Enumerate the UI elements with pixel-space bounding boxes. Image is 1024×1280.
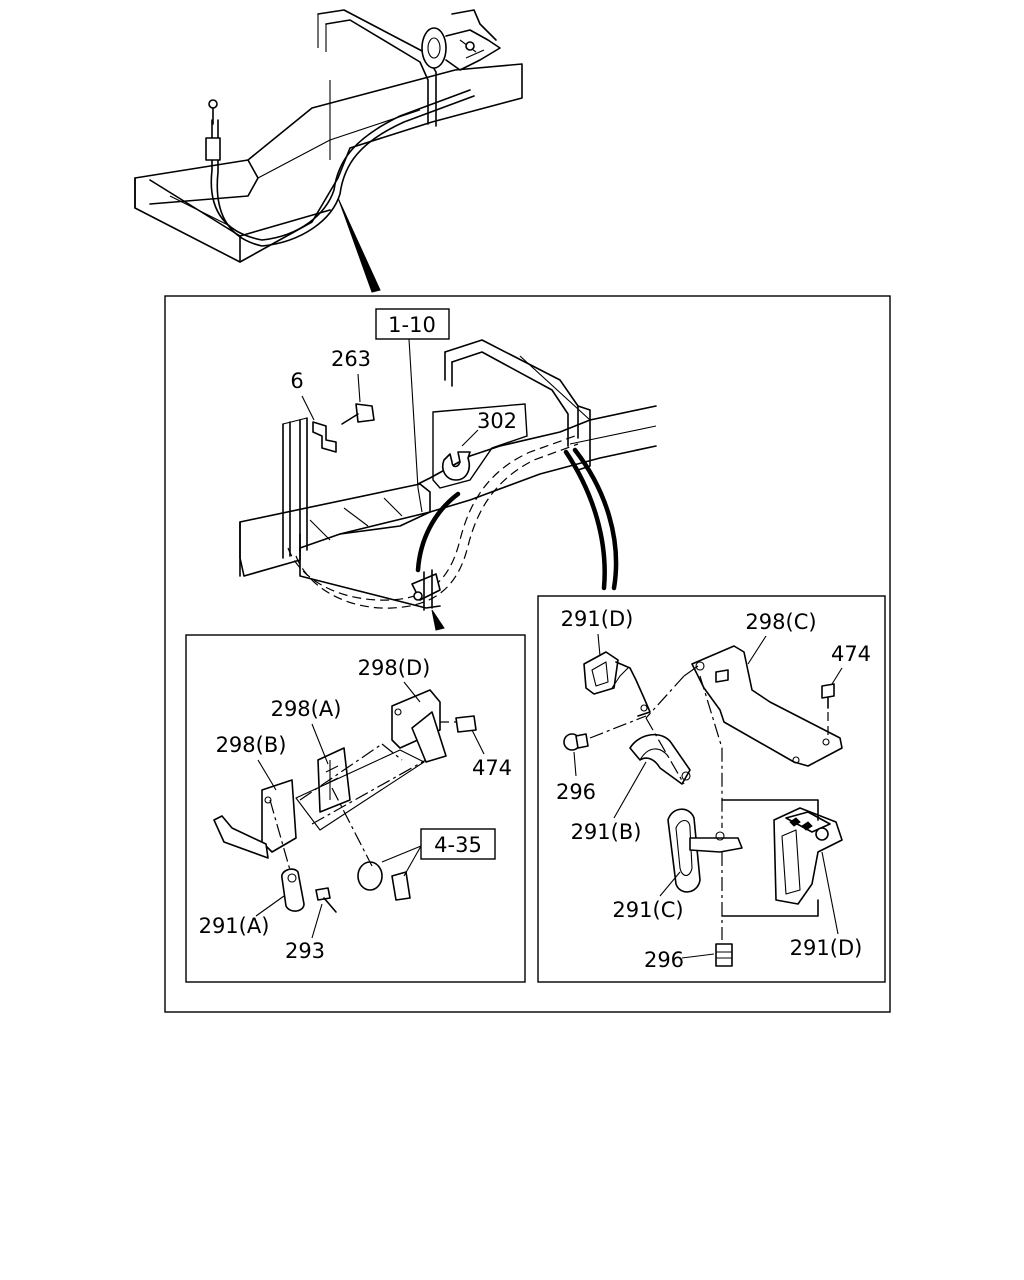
label-part-6: 6 <box>290 369 303 393</box>
label-ref-4-35: 4-35 <box>434 833 482 857</box>
label-296-top: 296 <box>556 780 596 804</box>
label-293: 293 <box>285 939 325 963</box>
label-291c: 291(C) <box>612 898 683 922</box>
label-291a: 291(A) <box>199 914 270 938</box>
part-263-bolt: 263 <box>331 347 375 425</box>
right-detail-panel <box>537 595 886 983</box>
label-474-right: 474 <box>831 642 871 666</box>
label-298c: 298(C) <box>745 610 816 634</box>
right-panel-parts <box>563 645 843 967</box>
label-291d-bottom: 291(D) <box>790 936 863 960</box>
label-part-263: 263 <box>331 347 371 371</box>
label-part-302: 302 <box>477 409 517 433</box>
left-panel-parts <box>213 689 477 913</box>
label-298d: 298(D) <box>358 656 431 680</box>
left-panel-labels: 298(D) 298(A) 298(B) 474 291(A) 293 4-35 <box>199 656 512 963</box>
left-detail-panel <box>185 634 526 983</box>
label-298a: 298(A) <box>271 697 342 721</box>
main-detail-frame <box>164 295 891 1013</box>
frame-detail-drawing <box>239 339 657 631</box>
part-302-callout: 302 <box>432 403 528 489</box>
label-474-left: 474 <box>472 756 512 780</box>
label-298b: 298(B) <box>216 733 287 757</box>
label-291b: 291(B) <box>571 820 642 844</box>
part-6-clip: 6 <box>290 369 337 453</box>
ref-1-10-label: 1-10 <box>388 313 436 337</box>
label-291d-top: 291(D) <box>561 607 634 631</box>
right-panel-labels: 291(D) 298(C) 474 296 291(B) 291(C) 296 … <box>556 607 871 972</box>
ref-1-10-callout: 1-10 <box>375 308 450 489</box>
vehicle-frame-overview <box>134 9 523 293</box>
label-296-bottom: 296 <box>644 948 684 972</box>
